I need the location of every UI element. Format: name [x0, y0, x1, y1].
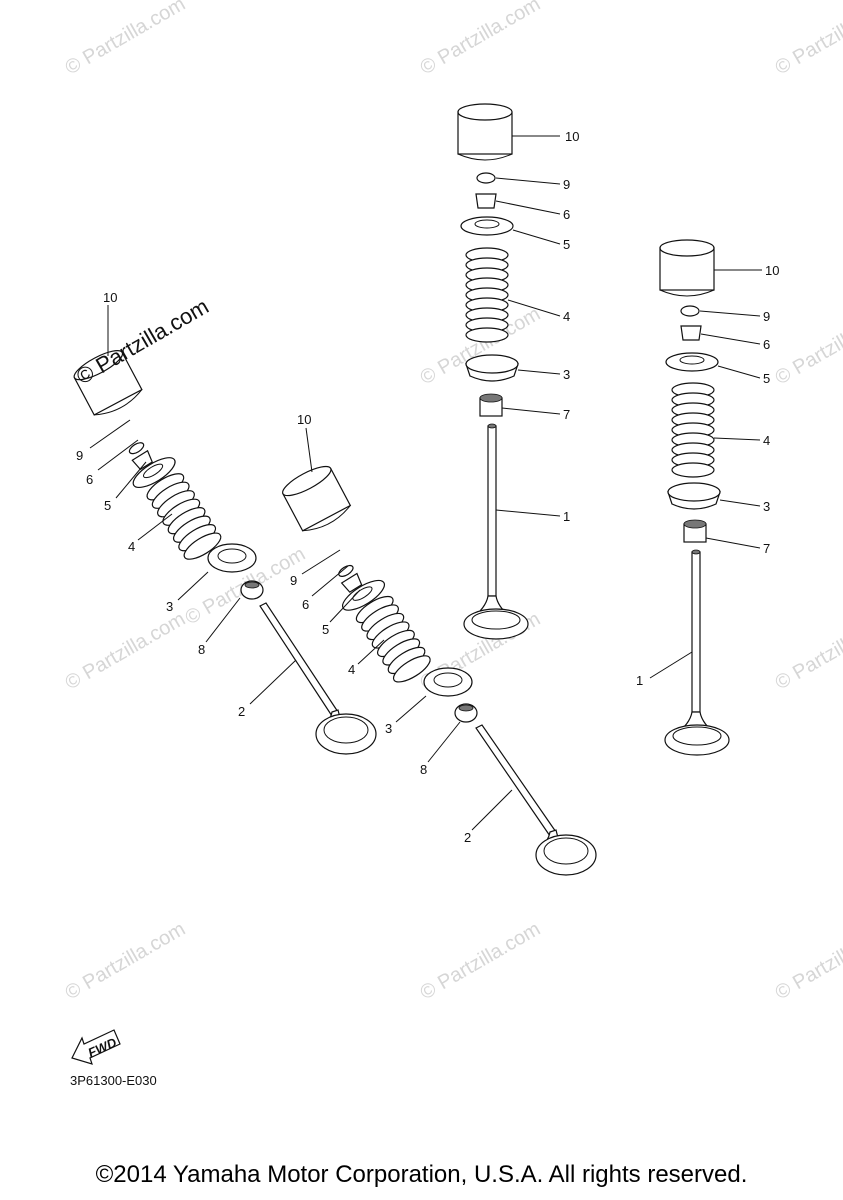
- valve-lifter: [457, 103, 513, 161]
- callout-6: 6: [302, 597, 309, 612]
- forward-direction-arrow: FWD: [71, 1029, 121, 1065]
- callout-3: 3: [166, 599, 173, 614]
- callout-9: 9: [563, 177, 570, 192]
- callout-10: 10: [565, 129, 579, 144]
- valve-retainer: [132, 457, 176, 489]
- watermark-text: © Partzilla.com: [417, 918, 545, 1004]
- valve-retainer: [665, 352, 719, 372]
- spring-seat: [667, 482, 721, 510]
- assembly-intake-center: 10 9 6 5 4 3 8 2: [282, 412, 597, 876]
- copyright-notice: ©2014 Yamaha Motor Corporation, U.S.A. A…: [95, 1161, 748, 1188]
- valve-spring: [146, 473, 222, 560]
- valve-stem-seal: [454, 703, 478, 723]
- valve-lifter: [73, 350, 143, 416]
- callout-3: 3: [385, 721, 392, 736]
- valve-spring: [355, 595, 431, 683]
- adjusting-pad: [680, 305, 700, 317]
- fwd-label: FWD: [86, 1034, 120, 1060]
- spring-seat: [423, 667, 473, 697]
- callout-4: 4: [763, 433, 770, 448]
- callout-5: 5: [322, 622, 329, 637]
- callout-4: 4: [348, 662, 355, 677]
- callout-9: 9: [290, 573, 297, 588]
- callout-6: 6: [763, 337, 770, 352]
- valve-stem-seal: [240, 580, 264, 600]
- callout-2: 2: [464, 830, 471, 845]
- valve-lifter: [282, 465, 352, 532]
- adjusting-pad: [128, 442, 145, 455]
- callout-5: 5: [763, 371, 770, 386]
- callout-10: 10: [765, 263, 779, 278]
- valve-cotter: [131, 449, 153, 471]
- callout-6: 6: [563, 207, 570, 222]
- valve-cotter: [680, 325, 702, 341]
- exhaust-valve: [664, 549, 730, 756]
- callout-3: 3: [563, 367, 570, 382]
- valve-lifter: [659, 239, 715, 297]
- watermark-text: © Partzilla.com: [772, 0, 843, 79]
- spring-seat: [207, 543, 257, 573]
- spring-seat: [465, 354, 519, 382]
- watermark-text: © Partzilla.com: [62, 918, 190, 1004]
- diagram-code: 3P61300-E030: [70, 1073, 157, 1088]
- assembly-intake-left: 10 9 6 5 4 3 8 2: [73, 290, 377, 755]
- callout-1: 1: [563, 509, 570, 524]
- watermark-text: © Partzilla.com: [772, 918, 843, 1004]
- watermark-text: © Partzilla.com: [62, 0, 190, 79]
- callout-10: 10: [297, 412, 311, 427]
- adjusting-pad: [338, 564, 354, 577]
- callout-9: 9: [76, 448, 83, 463]
- valve-spring: [671, 382, 715, 478]
- callout-9: 9: [763, 309, 770, 324]
- adjusting-pad: [476, 172, 496, 184]
- valve-cotter: [475, 193, 497, 209]
- callout-5: 5: [104, 498, 111, 513]
- callout-7: 7: [563, 407, 570, 422]
- valve-stem-seal: [683, 519, 707, 543]
- callout-2: 2: [238, 704, 245, 719]
- valve-stem-seal: [479, 393, 503, 417]
- exhaust-valve: [463, 423, 529, 640]
- assembly-exhaust-right: 10 9 6 5 4 3 7 1: [457, 103, 579, 640]
- callout-8: 8: [420, 762, 427, 777]
- intake-valve: [259, 602, 377, 755]
- valve-spring: [465, 247, 509, 343]
- intake-valve: [475, 724, 597, 876]
- callout-5: 5: [563, 237, 570, 252]
- callout-4: 4: [128, 539, 135, 554]
- callout-6: 6: [86, 472, 93, 487]
- callout-7: 7: [763, 541, 770, 556]
- callout-8: 8: [198, 642, 205, 657]
- watermark-text: © Partzilla.com: [72, 294, 213, 390]
- valve-cotter: [340, 572, 363, 593]
- watermark-text: © Partzilla.com: [62, 608, 190, 694]
- assembly-exhaust-far-right: 10 9 6 5 4 3 7 1: [636, 239, 779, 756]
- watermark-text: © Partzilla.com: [772, 608, 843, 694]
- callout-10: 10: [103, 290, 117, 305]
- callout-1: 1: [636, 673, 643, 688]
- watermark-text: © Partzilla.com: [772, 303, 843, 389]
- valve-retainer: [460, 216, 514, 236]
- watermark-text: © Partzilla.com: [417, 0, 545, 79]
- callout-4: 4: [563, 309, 570, 324]
- callout-3: 3: [763, 499, 770, 514]
